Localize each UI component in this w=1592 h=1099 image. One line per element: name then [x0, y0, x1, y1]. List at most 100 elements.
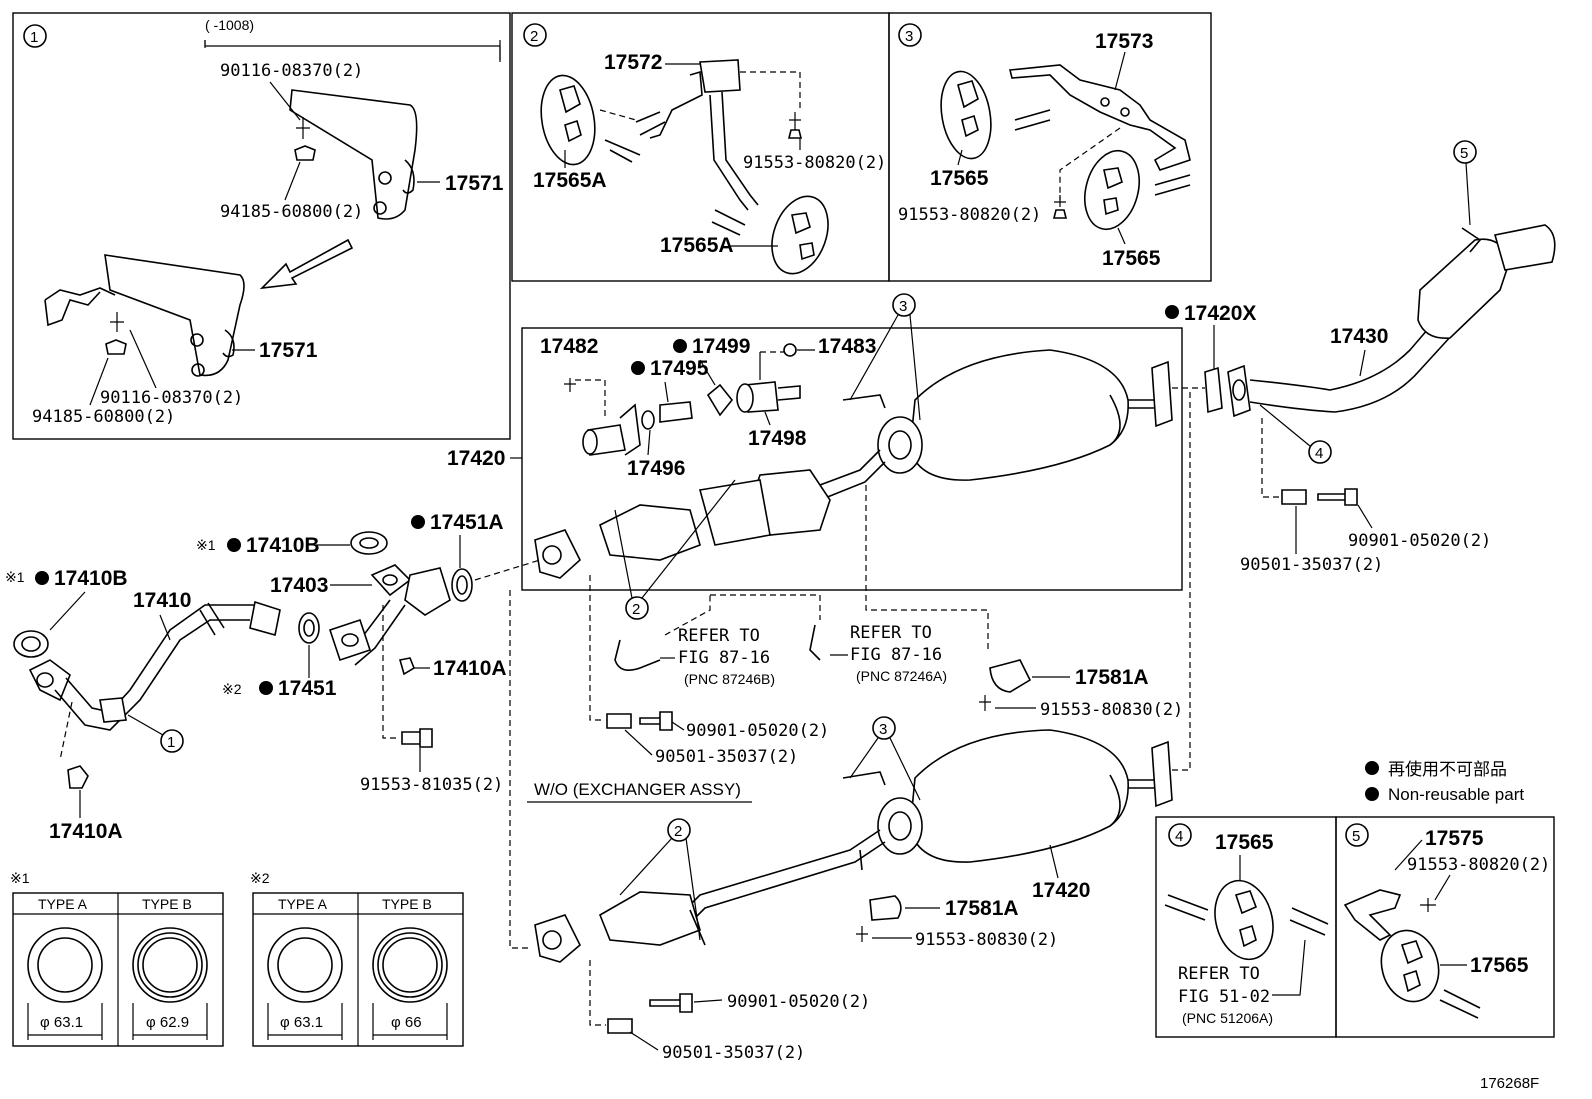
- gasket2-dimA: φ 63.1: [280, 1014, 323, 1031]
- legend-text-ja: 再使用不可部品: [1388, 759, 1507, 779]
- refer2-line3: (PNC 87246A): [856, 668, 947, 684]
- inset-3: 3 17573 17565 91553-80820(2) 17565: [888, 12, 1212, 282]
- label-17498: 17498: [748, 427, 807, 450]
- gasket1-typeA: TYPE A: [38, 896, 88, 912]
- label-91553-81035: 91553-81035(2): [360, 775, 503, 795]
- label-17403: 17403: [270, 574, 328, 597]
- callout-2-main: 2: [632, 601, 640, 618]
- label-90501-35037-middle: 90501-35037(2): [655, 747, 798, 767]
- refer2-line1: REFER TO: [850, 623, 932, 643]
- gasket1-typeB: TYPE B: [142, 896, 192, 912]
- wo-exchanger-label: W/O (EXCHANGER ASSY): [534, 780, 741, 799]
- inset-2: 2 17572 17565A 91553-80820(2) 17565A: [511, 12, 890, 282]
- gasket1-dimB: φ 62.9: [146, 1014, 189, 1031]
- label-17410B-center: 17410B: [246, 534, 320, 557]
- label-17410B-left: 17410B: [54, 567, 128, 590]
- gasket-table-1-mark: ※1: [10, 870, 30, 886]
- inset-3-number: 3: [905, 28, 913, 45]
- label-17571-top: 17571: [445, 172, 504, 195]
- label-17581A-top: 17581A: [1075, 666, 1149, 689]
- gasket2-dimB: φ 66: [391, 1014, 422, 1031]
- label-17420X: 17420X: [1184, 302, 1256, 325]
- label-17565-right: 17565: [1102, 247, 1161, 270]
- label-17410: 17410: [133, 589, 191, 612]
- label-17573: 17573: [1095, 30, 1153, 53]
- inset-1-number: 1: [30, 29, 38, 46]
- gasket-table-1: ※1 TYPE A TYPE B φ 63.1 φ 62.9: [10, 870, 224, 1047]
- label-17565A-top: 17565A: [533, 169, 607, 192]
- label-91553-80820-inset2: 91553-80820(2): [743, 153, 886, 173]
- label-17482: 17482: [540, 335, 598, 358]
- label-17451: 17451: [278, 677, 337, 700]
- inset4-refer-line1: REFER TO: [1178, 964, 1260, 984]
- gasket2-typeA: TYPE A: [278, 896, 328, 912]
- tailpipe-17430: 5 4 17420X 17430 90901-05020(2) 90501-35…: [1165, 140, 1556, 771]
- label-17575: 17575: [1425, 827, 1484, 850]
- label-17499: 17499: [692, 335, 750, 358]
- label-91553-80820-inset5: 91553-80820(2): [1407, 855, 1550, 875]
- label-17565-left: 17565: [930, 167, 989, 190]
- callout-5-main: 5: [1460, 145, 1468, 162]
- assembly-17420-box: 3 2 17482 17499 17483 17495 17498 17496 …: [447, 293, 1183, 620]
- label-17420-lower: 17420: [1032, 879, 1090, 902]
- gasket2-typeB: TYPE B: [382, 896, 432, 912]
- refer1-line2: FIG 87-16: [678, 648, 770, 668]
- label-90501-35037-lower: 90501-35037(2): [662, 1043, 805, 1063]
- inset4-refer-line2: FIG 51-02: [1178, 987, 1270, 1007]
- label-17410A-bottom: 17410A: [49, 820, 123, 843]
- callout-1-main: 1: [167, 734, 175, 751]
- label-17451A: 17451A: [430, 511, 504, 534]
- label-90116-08370-bottom: 90116-08370(2): [100, 388, 243, 408]
- callout-3-lower: 3: [879, 721, 887, 738]
- label-90901-05020-lower: 90901-05020(2): [727, 992, 870, 1012]
- inset-4-number: 4: [1175, 828, 1183, 845]
- label-17496: 17496: [627, 457, 685, 480]
- refer2-line2: FIG 87-16: [850, 645, 942, 665]
- gasket1-dimA: φ 63.1: [40, 1014, 83, 1031]
- label-17410A-center: 17410A: [433, 657, 507, 680]
- exchanger-17403: ※1 17410B 17451A 17403 ※2 17451 17410A 9…: [196, 511, 541, 795]
- mark-1-first: ※1: [5, 569, 25, 585]
- gasket-table-2: ※2 TYPE A TYPE B φ 63.1 φ 66: [250, 870, 464, 1047]
- inset-4: 4 17565 REFER TO FIG 51-02 (PNC 51206A): [1155, 816, 1337, 1038]
- label-17420-main: 17420: [447, 447, 505, 470]
- label-90116-08370-top: 90116-08370(2): [220, 61, 363, 81]
- label-91553-80820-inset3: 91553-80820(2): [898, 205, 1041, 225]
- label-91553-80830-lower: 91553-80830(2): [915, 930, 1058, 950]
- label-90501-35037-right: 90501-35037(2): [1240, 555, 1383, 575]
- callout-3-main: 3: [899, 298, 907, 315]
- mark-1-second: ※1: [196, 537, 216, 553]
- inset4-refer-line3: (PNC 51206A): [1182, 1010, 1273, 1026]
- gasket-table-2-mark: ※2: [250, 870, 270, 886]
- label-90901-05020-right: 90901-05020(2): [1348, 531, 1491, 551]
- label-94185-60800-bottom: 94185-60800(2): [32, 407, 175, 427]
- label-17495: 17495: [650, 357, 709, 380]
- label-17565A-bottom: 17565A: [660, 234, 734, 257]
- refer1-line1: REFER TO: [678, 626, 760, 646]
- mark-2: ※2: [222, 681, 242, 697]
- callout-2-lower: 2: [674, 823, 682, 840]
- front-pipe-17410: ※1 17410B 1 17410 17410A: [5, 567, 281, 843]
- refer1-line3: (PNC 87246B): [684, 671, 775, 687]
- without-exchanger-assy: W/O (EXCHANGER ASSY) 3 2 17581A 91553-80…: [509, 590, 1173, 1063]
- label-90901-05020-middle: 90901-05020(2): [686, 721, 829, 741]
- inset-2-number: 2: [530, 28, 538, 45]
- inset-5: 5 17575 91553-80820(2) 17565: [1335, 816, 1555, 1038]
- legend-text-en: Non-reusable part: [1388, 785, 1524, 804]
- inset-5-number: 5: [1352, 828, 1360, 845]
- label-17565-inset4: 17565: [1215, 831, 1274, 854]
- legend: 再使用不可部品 Non-reusable part: [1365, 759, 1524, 804]
- label-17572: 17572: [604, 51, 662, 74]
- label-94185-60800-top: 94185-60800(2): [220, 202, 363, 222]
- label-17565-inset5: 17565: [1470, 954, 1529, 977]
- callout-4-main: 4: [1315, 445, 1323, 462]
- inset-1: 1 ( -1008) 90116-08370(2) 94185-60800(2)…: [12, 12, 511, 440]
- middle-references: 90901-05020(2) 90501-35037(2) REFER TO F…: [589, 485, 1183, 767]
- label-17581A-lower: 17581A: [945, 897, 1019, 920]
- inset-1-range: ( -1008): [205, 17, 254, 33]
- diagram-id: 176268F: [1480, 1075, 1539, 1092]
- label-91553-80830-top: 91553-80830(2): [1040, 700, 1183, 720]
- label-17430: 17430: [1330, 325, 1388, 348]
- label-17571-bottom: 17571: [259, 339, 318, 362]
